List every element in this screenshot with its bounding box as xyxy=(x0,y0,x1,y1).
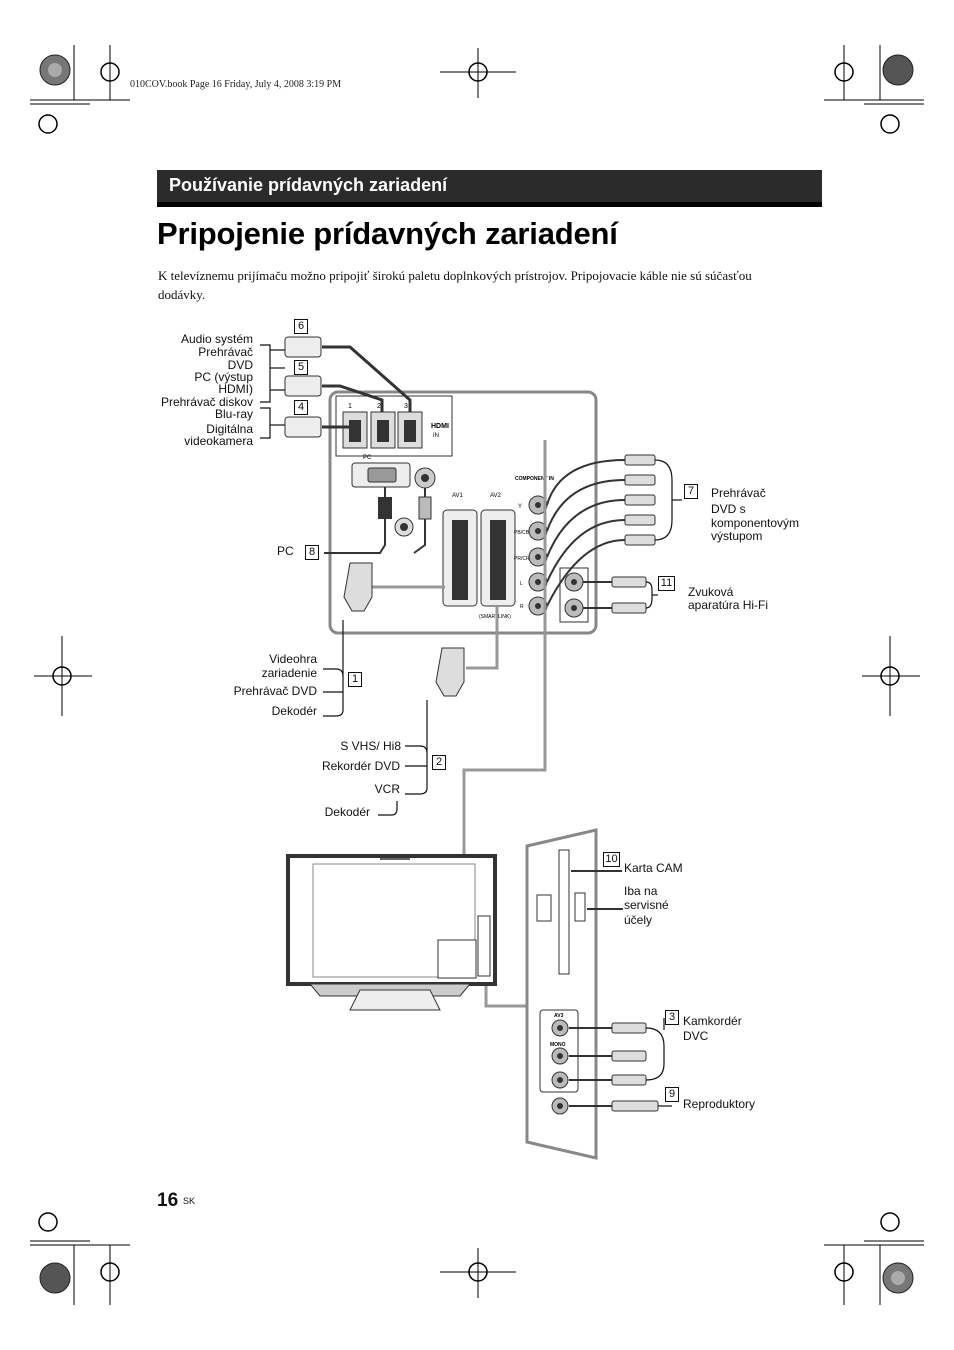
callout-6: 6 xyxy=(294,319,308,334)
label-camcorder-dvc-2: DVC xyxy=(683,1029,709,1043)
label-component-2: DVD s xyxy=(711,502,746,516)
label-pc-hdmi-1: PC (výstup xyxy=(194,370,253,384)
section-banner-rule xyxy=(157,202,822,207)
color-wheels xyxy=(39,54,914,1294)
callout-1: 1 xyxy=(348,672,362,687)
section-banner xyxy=(157,170,822,202)
label-speakers: Reproduktory xyxy=(683,1097,756,1111)
callout-8: 8 xyxy=(305,545,319,560)
component-y-label: Y xyxy=(518,504,522,510)
callout-2: 2 xyxy=(432,755,446,770)
label-pc-hdmi-2: HDMI) xyxy=(218,382,253,396)
page-number: 16 xyxy=(157,1190,179,1211)
label-av1-dvd: Prehrávač DVD xyxy=(233,684,317,698)
label-hifi-2: aparatúra Hi-Fi xyxy=(688,598,769,612)
pc-port-label: PC xyxy=(363,455,372,461)
callout-9: 9 xyxy=(665,1087,679,1102)
hdmi-port-1-label: 1 xyxy=(348,403,352,410)
callout-11: 11 xyxy=(658,576,675,591)
label-vcr: VCR xyxy=(374,782,400,796)
label-service-2: servisné xyxy=(624,898,669,912)
label-av1-decoder: Dekodér xyxy=(271,704,317,718)
hdmi-logo: HDMI xyxy=(431,423,449,430)
smartlink-label: (SMARTLINK) xyxy=(479,614,511,620)
component-in-label: COMPONENT IN xyxy=(515,476,554,482)
callout-4: 4 xyxy=(294,400,308,415)
av3-label: AV3 xyxy=(554,1013,564,1019)
callout-7: 7 xyxy=(684,484,698,499)
callout-3: 3 xyxy=(665,1010,679,1025)
label-av2-decoder: Dekodér xyxy=(324,805,370,819)
av2-label: AV2 xyxy=(490,493,502,499)
intro-paragraph: K televíznemu prijímaču možno pripojiť š… xyxy=(158,268,752,302)
label-component-4: výstupom xyxy=(711,529,763,543)
section-banner-text: Používanie prídavných zariadení xyxy=(169,175,448,195)
label-component-1: Prehrávač xyxy=(711,486,766,500)
callout-10: 10 xyxy=(603,852,620,867)
label-pc: PC xyxy=(277,544,294,558)
registration-targets xyxy=(38,62,900,1282)
label-audio-system: Audio systém xyxy=(180,332,253,346)
label-service-3: účely xyxy=(624,913,653,927)
label-camcorder-1: Digitálna xyxy=(206,422,253,436)
label-cam-card: Karta CAM xyxy=(624,861,683,875)
label-camcorder-2: videokamera xyxy=(184,434,253,448)
label-dvd-player-2: DVD xyxy=(227,358,253,372)
component-pb-label: PB/CB xyxy=(514,530,530,536)
callout-5: 5 xyxy=(294,360,308,375)
hdmi-port-2-label: 2 xyxy=(377,403,381,410)
label-bluray-2: Blu-ray xyxy=(214,407,253,421)
hdmi-in-label: IN xyxy=(433,433,439,439)
label-camcorder-dvc-1: Kamkordér xyxy=(683,1014,742,1028)
mono-label: MONO xyxy=(550,1042,566,1048)
label-game-1: Videohra xyxy=(269,652,317,666)
av1-label: AV1 xyxy=(452,493,464,499)
label-dvd-recorder: Rekordér DVD xyxy=(321,759,400,773)
label-service-1: Iba na xyxy=(624,884,658,898)
label-component-3: komponentovým xyxy=(711,516,800,530)
label-game-2: zariadenie xyxy=(261,666,317,680)
label-bluray-1: Prehrávač diskov xyxy=(160,395,253,409)
label-dvd-player-1: Prehrávač xyxy=(198,345,253,359)
component-l-label: L xyxy=(520,581,523,587)
book-meta-line: 010COV.book Page 16 Friday, July 4, 2008… xyxy=(130,79,342,90)
registration-marks xyxy=(30,45,924,1305)
page-title: Pripojenie prídavných zariadení xyxy=(157,216,618,251)
component-r-label: R xyxy=(520,604,524,610)
hdmi-port-3-label: 3 xyxy=(404,403,408,410)
page-language: SK xyxy=(183,1196,196,1206)
label-hifi-1: Zvuková xyxy=(688,585,734,599)
label-svhs: S VHS/ Hi8 xyxy=(340,739,401,753)
component-pr-label: PR/CR xyxy=(514,556,530,562)
